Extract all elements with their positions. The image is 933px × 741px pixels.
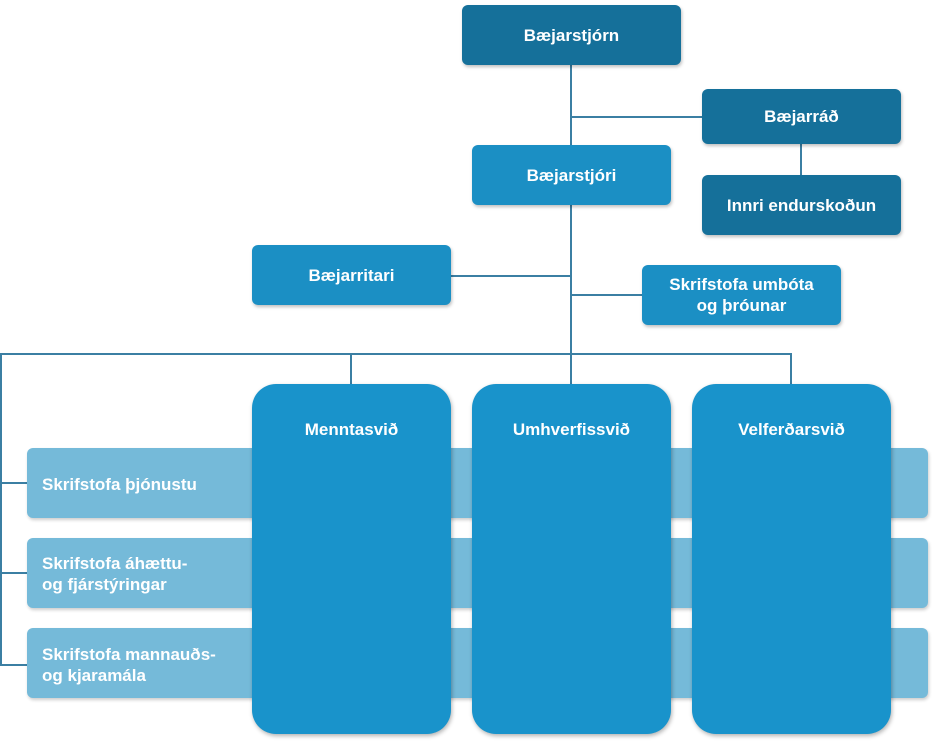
connector-mayor-down (570, 204, 572, 354)
division-umhverfissvid: Umhverfissvið (472, 384, 671, 734)
office-label-risk-finance: Skrifstofa áhættu- og fjárstýringar (42, 553, 187, 595)
connector-left-vertical (0, 353, 2, 666)
town-secretary-label: Bæjarritari (308, 265, 395, 285)
connector-drop-menntasvid (350, 353, 352, 385)
division-menntasvid-label: Menntasvið (304, 420, 399, 439)
connector-board-audit (800, 144, 802, 176)
internal-audit-label: Innri endurskoðun (726, 195, 877, 215)
town-board-box: Bæjarráð (702, 89, 901, 144)
division-umhverfissvid-label: Umhverfissvið (512, 420, 631, 439)
council-box: Bæjarstjórn (462, 5, 681, 65)
connector-to-improvement-office (570, 294, 642, 296)
office-label-risk-finance-line2: og fjárstýringar (42, 575, 167, 594)
connector-to-secretary (450, 275, 571, 277)
connector-office-1 (0, 482, 28, 484)
connector-horizontal-bus (0, 353, 792, 355)
office-label-service: Skrifstofa þjónustu (42, 474, 197, 495)
connector-council-mayor (570, 64, 572, 146)
connector-office-2 (0, 572, 28, 574)
division-velferdarsvid-label: Velferðarsvið (738, 420, 845, 439)
office-label-hr-line1: Skrifstofa mannauðs- (42, 645, 216, 664)
internal-audit-box: Innri endurskoðun (702, 175, 901, 235)
improvement-office-line2: og þróunar (696, 296, 787, 315)
connector-office-3 (0, 664, 28, 666)
improvement-office-line1: Skrifstofa umbóta (669, 275, 814, 294)
division-menntasvid: Menntasvið (252, 384, 451, 734)
town-secretary-box: Bæjarritari (252, 245, 451, 305)
division-velferdarsvid: Velferðarsvið (692, 384, 891, 734)
mayor-box: Bæjarstjóri (472, 145, 671, 205)
connector-drop-umhverfissvid (570, 353, 572, 385)
town-board-label: Bæjarráð (764, 107, 839, 126)
improvement-office-box: Skrifstofa umbóta og þróunar (642, 265, 841, 325)
connector-to-town-board (570, 116, 703, 118)
office-label-hr-line2: og kjaramála (42, 666, 146, 685)
office-label-hr: Skrifstofa mannauðs- og kjaramála (42, 644, 216, 686)
connector-drop-velferdarsvid (790, 353, 792, 385)
office-label-service-line1: Skrifstofa þjónustu (42, 475, 197, 494)
council-label: Bæjarstjórn (523, 25, 620, 45)
mayor-label: Bæjarstjóri (526, 165, 617, 185)
office-label-risk-finance-line1: Skrifstofa áhættu- (42, 554, 188, 573)
